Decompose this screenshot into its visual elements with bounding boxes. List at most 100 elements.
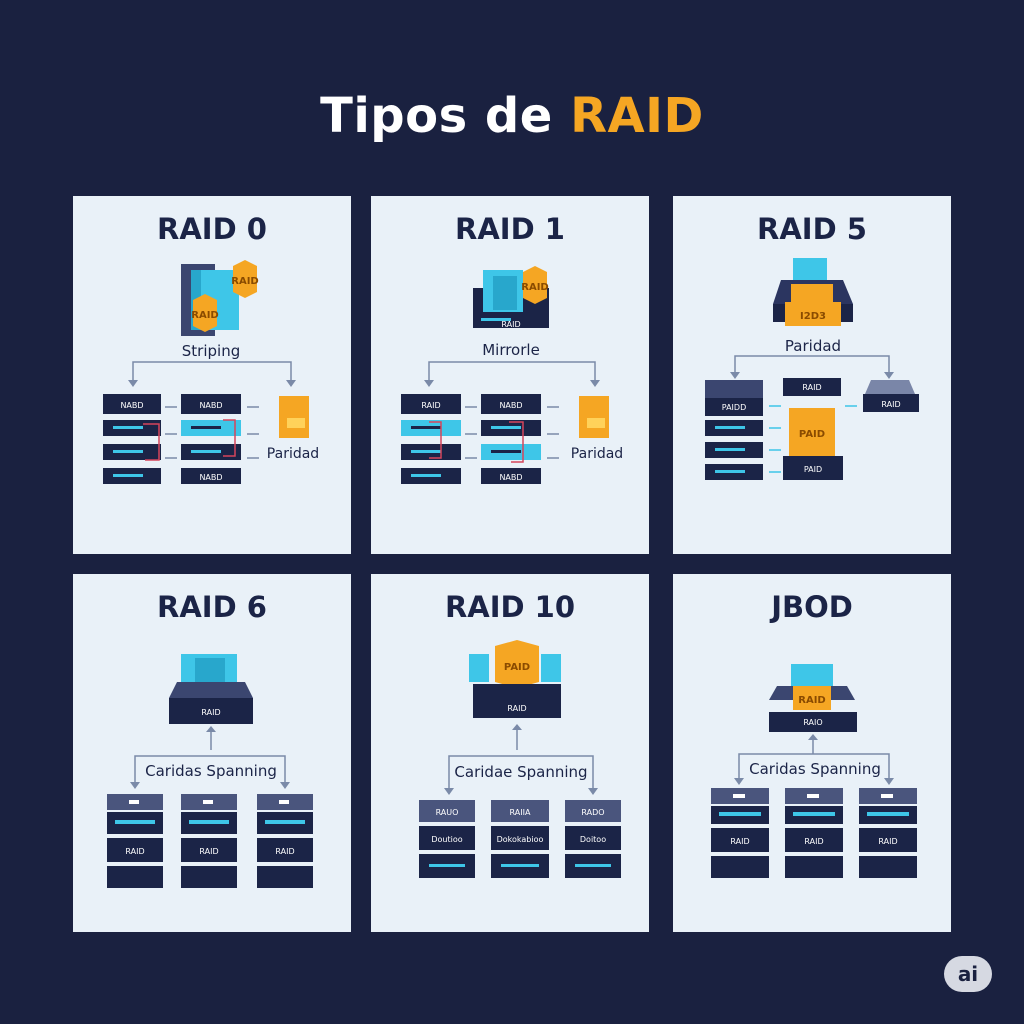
card-jbod: JBOD RAID RAIO Caridas Spanning RAID RAI…	[673, 574, 951, 932]
arrows	[769, 405, 857, 473]
badge-label: RAID	[231, 276, 258, 287]
raid-5-diagram: I2D3 Paridad PAIDD RAID RAID PAID PAID	[705, 258, 919, 480]
disk-label: RAID	[730, 837, 749, 846]
arrows	[465, 406, 559, 459]
parity-label: Paridad	[571, 446, 623, 462]
disk-label: NABD	[199, 401, 222, 410]
disk-stack: RAID	[783, 378, 841, 396]
badge-label: RAID	[201, 708, 220, 717]
card-raid-10: RAID 10 PAID RAID Caridae Spanning RAUO …	[371, 574, 649, 932]
disk-stack: RAID	[859, 788, 917, 878]
card-raid-0: RAID 0 RAID RAID Striping NABD NABD	[73, 196, 351, 554]
connector	[448, 755, 594, 790]
disk-label: RAID	[802, 383, 821, 392]
mirror-path	[429, 421, 524, 463]
parity-block-icon	[579, 396, 609, 438]
disk-label: RAUO	[436, 808, 459, 817]
disk-label: Doutioo	[431, 835, 462, 844]
parity-label: Paridad	[267, 446, 319, 462]
badge-label: RAIO	[803, 718, 822, 727]
disk-label: RAIIA	[510, 808, 531, 817]
title-accent: RAID	[570, 88, 704, 144]
disk-stack: RAID	[711, 788, 769, 878]
server-icon: RAID	[169, 654, 253, 724]
concept-label: Paridad	[785, 337, 841, 355]
badge-label: RAID	[191, 310, 218, 321]
card-title: RAID 0	[157, 212, 267, 246]
disk-label: NABD	[499, 473, 522, 482]
concept-label: Striping	[182, 342, 240, 360]
card-title: RAID 5	[757, 212, 867, 246]
connector	[738, 753, 890, 780]
disk-stack: RAID	[863, 380, 919, 412]
badge-label: RAID	[798, 695, 825, 706]
disk-label: RAID	[125, 847, 144, 856]
disk-stack: NABD NABD	[181, 394, 241, 484]
disk-label: NABD	[199, 473, 222, 482]
disk-label: RAID	[878, 837, 897, 846]
card-title: RAID 6	[157, 590, 267, 624]
card-raid-1: RAID 1 RAID RAID Mirrorle RAID NABD	[371, 196, 649, 554]
raid-6-diagram: RAID Caridas Spanning RAID RAID RAID	[107, 654, 313, 888]
disk-stack: RAID	[107, 794, 163, 888]
disk-stack: RAID	[401, 394, 461, 484]
title-prefix: Tipos de	[320, 88, 553, 144]
disk-stack: NABD	[103, 394, 161, 484]
card-title: RAID 1	[455, 212, 565, 246]
connector	[428, 361, 596, 382]
card-title: JBOD	[771, 590, 853, 624]
disk-label: RAID	[199, 847, 218, 856]
disk-stack: PAIDD	[705, 380, 763, 480]
badge-label: RAID	[507, 704, 526, 713]
raid-badge-icon: RAID RAID	[501, 266, 549, 329]
disk-stack: RAIIA Dokokabioo	[491, 800, 549, 878]
card-raid-5: RAID 5 I2D3 Paridad PAIDD RAID	[673, 196, 951, 554]
disk-stack: RADO Doitoo	[565, 800, 621, 878]
concept-label: Caridas Spanning	[749, 760, 881, 778]
disk-label: RADO	[581, 808, 604, 817]
disk-stack: RAUO Doutioo	[419, 800, 475, 878]
connector	[134, 755, 286, 784]
concept-label: Caridae Spanning	[454, 763, 587, 781]
concept-label: Caridas Spanning	[145, 762, 277, 780]
disk-label: NABD	[499, 401, 522, 410]
disk-stack: NABD NABD	[481, 394, 541, 484]
parity-block-icon	[279, 396, 309, 438]
card-title: RAID 10	[444, 590, 576, 624]
badge-label: RAID	[501, 320, 520, 329]
raid-0-diagram: RAID RAID Striping NABD NABD NABD	[103, 260, 319, 484]
parity-block-icon: PAID PAID	[783, 408, 843, 480]
badge-label: RAID	[521, 282, 548, 293]
disk-label: RAID	[275, 847, 294, 856]
jbod-diagram: RAID RAIO Caridas Spanning RAID RAID	[711, 664, 917, 878]
connector	[132, 361, 292, 382]
disk-label: NABD	[120, 401, 143, 410]
disk-stack: RAID	[257, 794, 313, 888]
ai-badge: ai	[944, 956, 992, 992]
server-icon: I2D3	[773, 258, 853, 326]
disk-label: Dokokabioo	[497, 835, 544, 844]
disk-stack: RAID	[181, 794, 237, 888]
stripe-path	[143, 419, 236, 461]
raid-1-diagram: RAID RAID Mirrorle RAID NABD NABD Pari	[401, 266, 623, 484]
disk-label: RAID	[421, 401, 440, 410]
server-icon: PAID RAID	[469, 640, 561, 718]
connector	[734, 355, 890, 374]
page-title: Tipos de RAID	[0, 88, 1024, 144]
disk-label: RAID	[881, 400, 900, 409]
raid-10-diagram: PAID RAID Caridae Spanning RAUO Doutioo …	[419, 640, 621, 878]
disk-stack: RAID	[785, 788, 843, 878]
arrows	[165, 406, 259, 459]
disk-label: RAID	[804, 837, 823, 846]
disk-label: PAIDD	[722, 403, 746, 412]
disk-label: Doitoo	[580, 835, 606, 844]
server-icon	[473, 270, 549, 328]
card-raid-6: RAID 6 RAID Caridas Spanning RAID RAID	[73, 574, 351, 932]
parity-badge: PAID	[799, 429, 825, 440]
server-icon: RAID RAIO	[769, 664, 857, 732]
badge-label: PAID	[504, 662, 530, 673]
raid-badge-icon: RAID RAID	[191, 260, 259, 332]
concept-label: Mirrorle	[482, 341, 540, 359]
badge-label: I2D3	[800, 311, 826, 322]
disk-label: PAID	[804, 465, 822, 474]
